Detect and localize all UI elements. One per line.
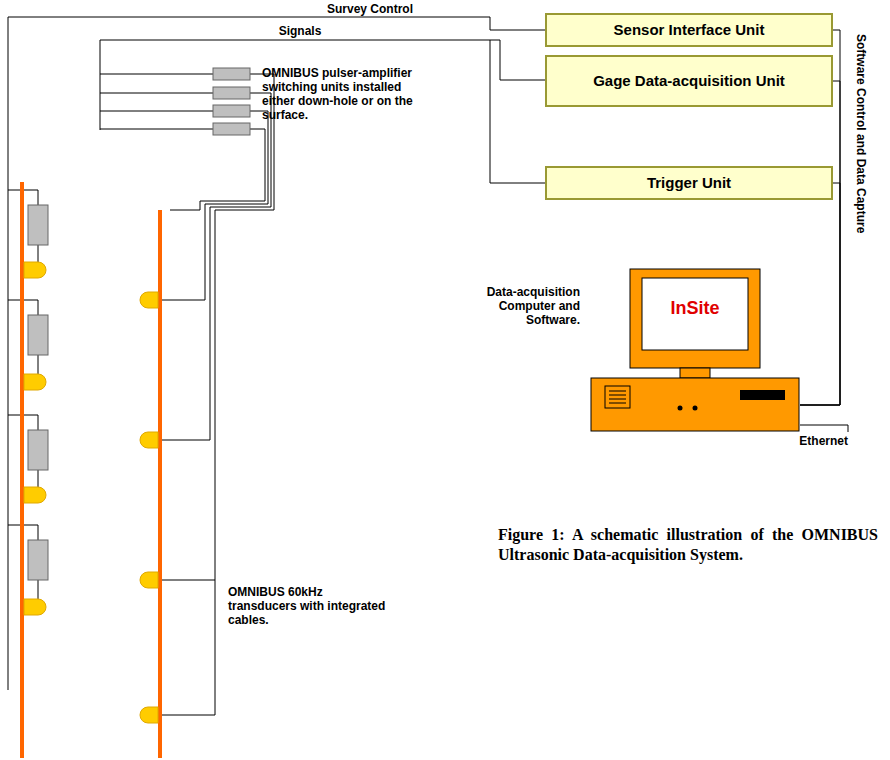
- screen-text: InSite: [642, 298, 748, 319]
- unit-box: Gage Data-acquisition Unit: [545, 55, 833, 107]
- control-connector: [800, 183, 840, 405]
- wire-label: Signals: [270, 24, 330, 38]
- computer-illustration: [590, 268, 800, 432]
- note-label: OMNIBUS 60kHz transducers with integrate…: [228, 585, 388, 627]
- unit-label: Trigger Unit: [647, 174, 731, 192]
- unit-label: Gage Data-acquisition Unit: [593, 72, 785, 90]
- wire-label: Survey Control: [310, 2, 430, 16]
- unit-box: Sensor Interface Unit: [545, 13, 833, 47]
- note-label: OMNIBUS pulser-amplifier switching units…: [262, 66, 432, 122]
- computer-node: InSite: [590, 268, 800, 432]
- unit-label: Sensor Interface Unit: [614, 21, 765, 39]
- ethernet-label: Ethernet: [760, 434, 848, 448]
- figure-caption: Figure 1: A schematic illustration of th…: [498, 525, 878, 565]
- bus-label: Software Control and Data Capture: [854, 34, 868, 233]
- control-connector: [800, 81, 840, 405]
- unit-box: Trigger Unit: [545, 166, 833, 200]
- note-label: Data-acquisition Computer and Software.: [480, 285, 580, 327]
